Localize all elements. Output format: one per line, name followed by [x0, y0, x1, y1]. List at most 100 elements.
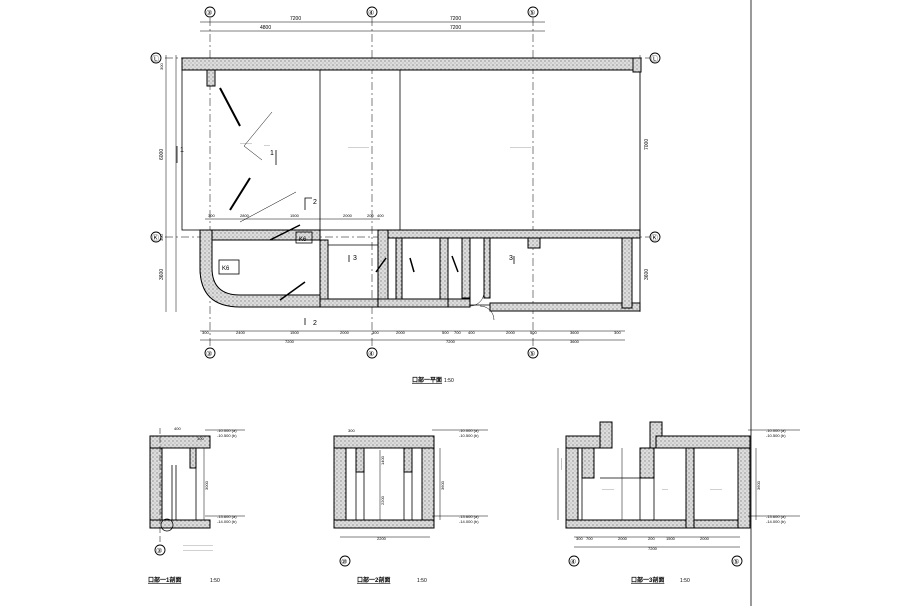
dim-top-3: 4800 — [260, 25, 271, 31]
section-mark-3-right: 3 — [509, 255, 513, 262]
axis-label-5-bottom: ⑤ — [529, 350, 535, 358]
s3-axis-bubble-left — [568, 555, 580, 567]
dim-top-2: 7200 — [450, 16, 461, 22]
axis-bubble-K-left — [150, 231, 162, 243]
section-mark-1-left: 1 — [180, 147, 184, 154]
dim-bottom-2a: 7200 — [285, 339, 295, 344]
s1-level-2: -10.500 (b) — [217, 433, 237, 438]
svg-text:2000: 2000 — [618, 536, 628, 541]
dim-bottom-2b: 7200 — [446, 339, 456, 344]
svg-text:300: 300 — [348, 428, 355, 433]
dim-mid-4: 2000 — [343, 213, 353, 218]
svg-text:3600: 3600 — [570, 330, 580, 335]
s1-level-1: -10.000 (a) — [217, 428, 237, 433]
axis-label-3-bottom: ③ — [206, 350, 212, 358]
svg-text:300: 300 — [614, 330, 621, 335]
section-2-scale: 1:50 — [417, 578, 427, 584]
svg-text:2200: 2200 — [377, 536, 387, 541]
s3-axis-label-left: ④ — [570, 558, 576, 566]
svg-text:1500: 1500 — [290, 330, 300, 335]
axis-label-K-right: Ⓚ — [651, 234, 658, 242]
svg-text:——: —— — [662, 487, 668, 491]
svg-text:3000: 3000 — [204, 480, 209, 490]
bottom-dim-row1: 300 2400 1500 2000 300 2000 500 700 400 … — [202, 330, 621, 335]
svg-text:2400: 2400 — [236, 330, 246, 335]
axis-label-L-right: Ⓛ — [651, 55, 658, 63]
section-2-2: 300 1400 2200 2200 3600 -10.000 (a) -10.… — [333, 428, 488, 584]
svg-text:500: 500 — [442, 330, 449, 335]
section-3-title: 口部一3剖面 — [631, 576, 664, 584]
axis-bubble-5-top — [527, 6, 539, 18]
s2-axis-label: ⑩ — [341, 558, 347, 566]
svg-text:400: 400 — [174, 426, 181, 431]
s3-level-2: -10.500 (b) — [766, 433, 786, 438]
dim-left-2: 6000 — [159, 149, 165, 160]
svg-text:2000: 2000 — [340, 330, 350, 335]
axis-label-4-bottom: ④ — [368, 350, 374, 358]
axis-bubble-K-right — [649, 231, 661, 243]
s1-level-3: -13.600 (a) — [217, 514, 237, 519]
dim-top-1: 7200 — [290, 16, 301, 22]
svg-text:300: 300 — [372, 330, 379, 335]
axis-bubble-4-top — [366, 6, 378, 18]
svg-text:300: 300 — [202, 330, 209, 335]
svg-text:500: 500 — [530, 330, 537, 335]
s1-level-4: -14.000 (b) — [217, 519, 237, 524]
room-upper — [181, 69, 641, 231]
svg-text:————: ———— — [710, 487, 722, 491]
section-mark-3-left: 3 — [353, 255, 357, 262]
s3-level-1: -10.000 (a) — [766, 428, 786, 433]
svg-text:——————————: —————————— — [183, 548, 213, 552]
k6-box-left — [218, 259, 240, 275]
svg-text:7200: 7200 — [648, 546, 658, 551]
svg-text:1400: 1400 — [380, 455, 385, 465]
svg-text:——: —— — [264, 143, 270, 147]
svg-text:2000: 2000 — [506, 330, 516, 335]
wall-top — [181, 57, 641, 71]
s3-axis-bubble-right — [731, 555, 743, 567]
axis-label-L-left: Ⓛ — [152, 55, 159, 63]
dim-mid-5: 200 — [367, 213, 374, 218]
dim-top-4: 7200 — [450, 25, 461, 31]
svg-text:300: 300 — [197, 436, 204, 441]
s2-level-3: -13.600 (a) — [459, 514, 479, 519]
axis-bubble-5-bottom — [527, 347, 539, 359]
svg-text:200: 200 — [648, 536, 655, 541]
section-2-title: 口部一2剖面 — [357, 576, 390, 584]
svg-text:———————: ——————— — [510, 145, 531, 149]
section-1-scale: 1:50 — [210, 578, 220, 584]
dim-mid-3: 1500 — [290, 213, 300, 218]
svg-text:700: 700 — [454, 330, 461, 335]
s3-axis-label-right: ⑤ — [733, 558, 739, 566]
svg-text:700: 700 — [586, 536, 593, 541]
plan-scale: 1:50 — [444, 378, 454, 384]
floor-plan: 7200 7200 4800 7200 ③ ④ ⑤ Ⓛ Ⓚ Ⓛ Ⓚ 300 60… — [150, 6, 661, 384]
dim-mid-1: 300 — [208, 213, 215, 218]
section-3-scale: 1:50 — [680, 578, 690, 584]
dim-left-3: 300 — [159, 234, 164, 241]
axis-label-5-top: ⑤ — [529, 9, 535, 17]
dim-mid-6: 400 — [377, 213, 384, 218]
s2-level-2: -10.500 (b) — [459, 433, 479, 438]
axis-bubble-3-top — [204, 6, 216, 18]
s3-level-4: -14.000 (b) — [766, 519, 786, 524]
svg-text:2000: 2000 — [396, 330, 406, 335]
axis-label-3-top: ③ — [206, 9, 212, 17]
dim-right-2: 3600 — [644, 269, 650, 280]
s1-axis-label: ③ — [156, 547, 162, 555]
s2-axis-bubble — [339, 555, 351, 567]
axis-label-K-left: Ⓚ — [152, 234, 159, 242]
axis-bubble-4-bottom — [366, 347, 378, 359]
axis-bubble-3-bottom — [204, 347, 216, 359]
section-3-3: ——— ———— —— ———— 300 700 2000 200 1500 2… — [557, 421, 800, 584]
svg-text:——————————: —————————— — [183, 543, 213, 547]
axis-bubble-L-right — [649, 52, 661, 64]
dim-left-4: 3600 — [159, 269, 165, 280]
section-1-title: 口部一1剖面 — [148, 576, 181, 584]
section-mark-2-bottom: 2 — [313, 320, 317, 327]
section-1-1: 400 300 3000 -10.000 (a) -10.500 (b) -13… — [148, 426, 245, 584]
section-mark-2-top: 2 — [313, 199, 317, 206]
s3-level-3: -13.600 (a) — [766, 514, 786, 519]
